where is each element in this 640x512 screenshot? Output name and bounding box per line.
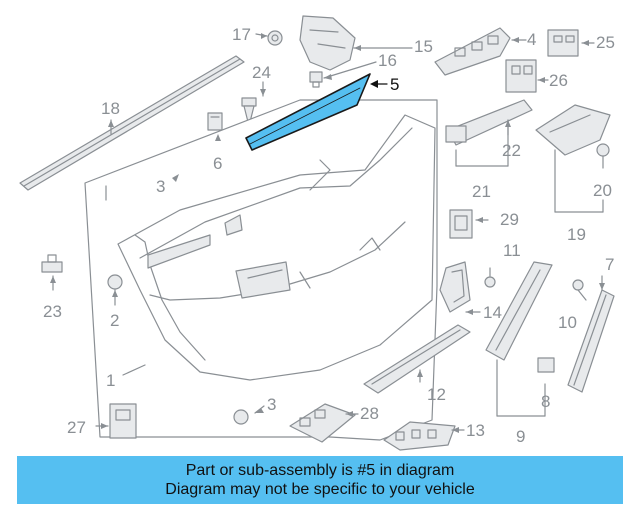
belt-molding-part-18[interactable] bbox=[19, 55, 245, 191]
callout-8[interactable]: 8 bbox=[541, 392, 551, 411]
window-switch-part-13[interactable] bbox=[383, 421, 456, 451]
callout-23[interactable]: 23 bbox=[43, 302, 62, 321]
arrowhead-27 bbox=[101, 423, 108, 429]
callout-1[interactable]: 1 bbox=[106, 371, 116, 390]
armrest-trim-part-12[interactable] bbox=[363, 324, 471, 394]
screw-part-20[interactable] bbox=[596, 143, 610, 169]
callout-26[interactable]: 26 bbox=[549, 71, 568, 90]
arrowhead-7 bbox=[599, 283, 605, 290]
window-switch-part-28[interactable] bbox=[289, 403, 356, 443]
clip-part-16[interactable] bbox=[309, 71, 323, 88]
fastener-part-23[interactable] bbox=[41, 254, 63, 273]
callout-28[interactable]: 28 bbox=[360, 404, 379, 423]
callout-22[interactable]: 22 bbox=[502, 141, 521, 160]
callout-15[interactable]: 15 bbox=[414, 37, 433, 56]
callout-17[interactable]: 17 bbox=[232, 25, 251, 44]
switch-part-26[interactable] bbox=[505, 59, 537, 93]
callout-6[interactable]: 6 bbox=[213, 154, 223, 173]
switch-bezel-part-4[interactable] bbox=[434, 27, 511, 76]
callout-9[interactable]: 9 bbox=[516, 427, 526, 446]
arrowhead-26 bbox=[538, 77, 545, 83]
handle-insert-part-14[interactable] bbox=[439, 261, 471, 313]
pull-handle-part-19[interactable] bbox=[535, 104, 611, 156]
callout-2[interactable]: 2 bbox=[110, 311, 120, 330]
highlighted-part-5[interactable] bbox=[245, 73, 371, 151]
arrowhead-24 bbox=[260, 89, 266, 96]
caption-line-part-number: Part or sub-assembly is #5 in diagram bbox=[185, 462, 455, 479]
arrowhead-6 bbox=[215, 134, 221, 141]
callout-20[interactable]: 20 bbox=[593, 181, 612, 200]
arrowhead-12 bbox=[417, 370, 423, 377]
handle-bracket-part-21[interactable] bbox=[445, 125, 467, 143]
callout-3-lower[interactable]: 3 bbox=[267, 395, 277, 414]
door-trim-panel-part-1[interactable] bbox=[84, 99, 438, 441]
callout-24[interactable]: 24 bbox=[252, 63, 271, 82]
arrowhead-23 bbox=[50, 276, 56, 283]
arrowhead-14 bbox=[466, 309, 473, 315]
arrowhead-25 bbox=[582, 40, 589, 46]
screw-part-17[interactable] bbox=[267, 30, 283, 46]
parts-diagram bbox=[19, 15, 615, 451]
callout-27[interactable]: 27 bbox=[67, 418, 86, 437]
switch-part-25[interactable] bbox=[547, 29, 579, 57]
arrowhead-16 bbox=[324, 74, 332, 80]
arrowhead-13 bbox=[452, 427, 459, 433]
arrowhead-22 bbox=[505, 120, 511, 127]
arrowhead-3-upper bbox=[172, 174, 179, 182]
switch-part-27[interactable] bbox=[109, 403, 137, 439]
arrowhead-2 bbox=[112, 290, 118, 297]
callout-16[interactable]: 16 bbox=[378, 51, 397, 70]
screw-part-3-lower[interactable] bbox=[233, 409, 249, 425]
arrowhead-5 bbox=[370, 80, 378, 88]
arrowhead-15 bbox=[354, 45, 361, 51]
switch-part-29[interactable] bbox=[449, 209, 473, 239]
trim-strip-part-9[interactable] bbox=[485, 261, 553, 361]
mirror-bracket-part-15[interactable] bbox=[299, 15, 356, 71]
callout-3-upper[interactable]: 3 bbox=[156, 177, 166, 196]
screw-part-2[interactable] bbox=[107, 274, 123, 290]
callout-25[interactable]: 25 bbox=[596, 33, 615, 52]
callout-29[interactable]: 29 bbox=[500, 210, 519, 229]
arrowhead-28 bbox=[346, 411, 353, 417]
trim-strip-part-7[interactable] bbox=[567, 289, 615, 393]
clip-part-8[interactable] bbox=[537, 357, 555, 373]
callout-14[interactable]: 14 bbox=[483, 303, 502, 322]
screw-part-10[interactable] bbox=[572, 279, 587, 301]
callout-12[interactable]: 12 bbox=[427, 385, 446, 404]
arrowhead-17 bbox=[261, 33, 267, 39]
callout-13[interactable]: 13 bbox=[466, 421, 485, 440]
arrowhead-3-lower bbox=[255, 408, 264, 413]
arrowhead-29 bbox=[476, 217, 483, 223]
callout-19[interactable]: 19 bbox=[567, 225, 586, 244]
caption-banner: Part or sub-assembly is #5 in diagram Di… bbox=[17, 456, 623, 504]
callout-11[interactable]: 11 bbox=[503, 241, 521, 260]
callout-4[interactable]: 4 bbox=[527, 30, 537, 49]
arrowhead-4 bbox=[512, 37, 519, 43]
callout-18[interactable]: 18 bbox=[101, 99, 120, 118]
callout-10[interactable]: 10 bbox=[558, 313, 577, 332]
screw-part-11[interactable] bbox=[484, 267, 496, 288]
caption-line-disclaimer: Diagram may not be specific to your vehi… bbox=[165, 481, 475, 498]
callout-5[interactable]: 5 bbox=[390, 75, 400, 94]
arrowhead-18 bbox=[108, 120, 114, 127]
callout-7[interactable]: 7 bbox=[605, 255, 615, 274]
clip-part-6[interactable] bbox=[207, 112, 223, 131]
callout-21[interactable]: 21 bbox=[472, 182, 491, 201]
